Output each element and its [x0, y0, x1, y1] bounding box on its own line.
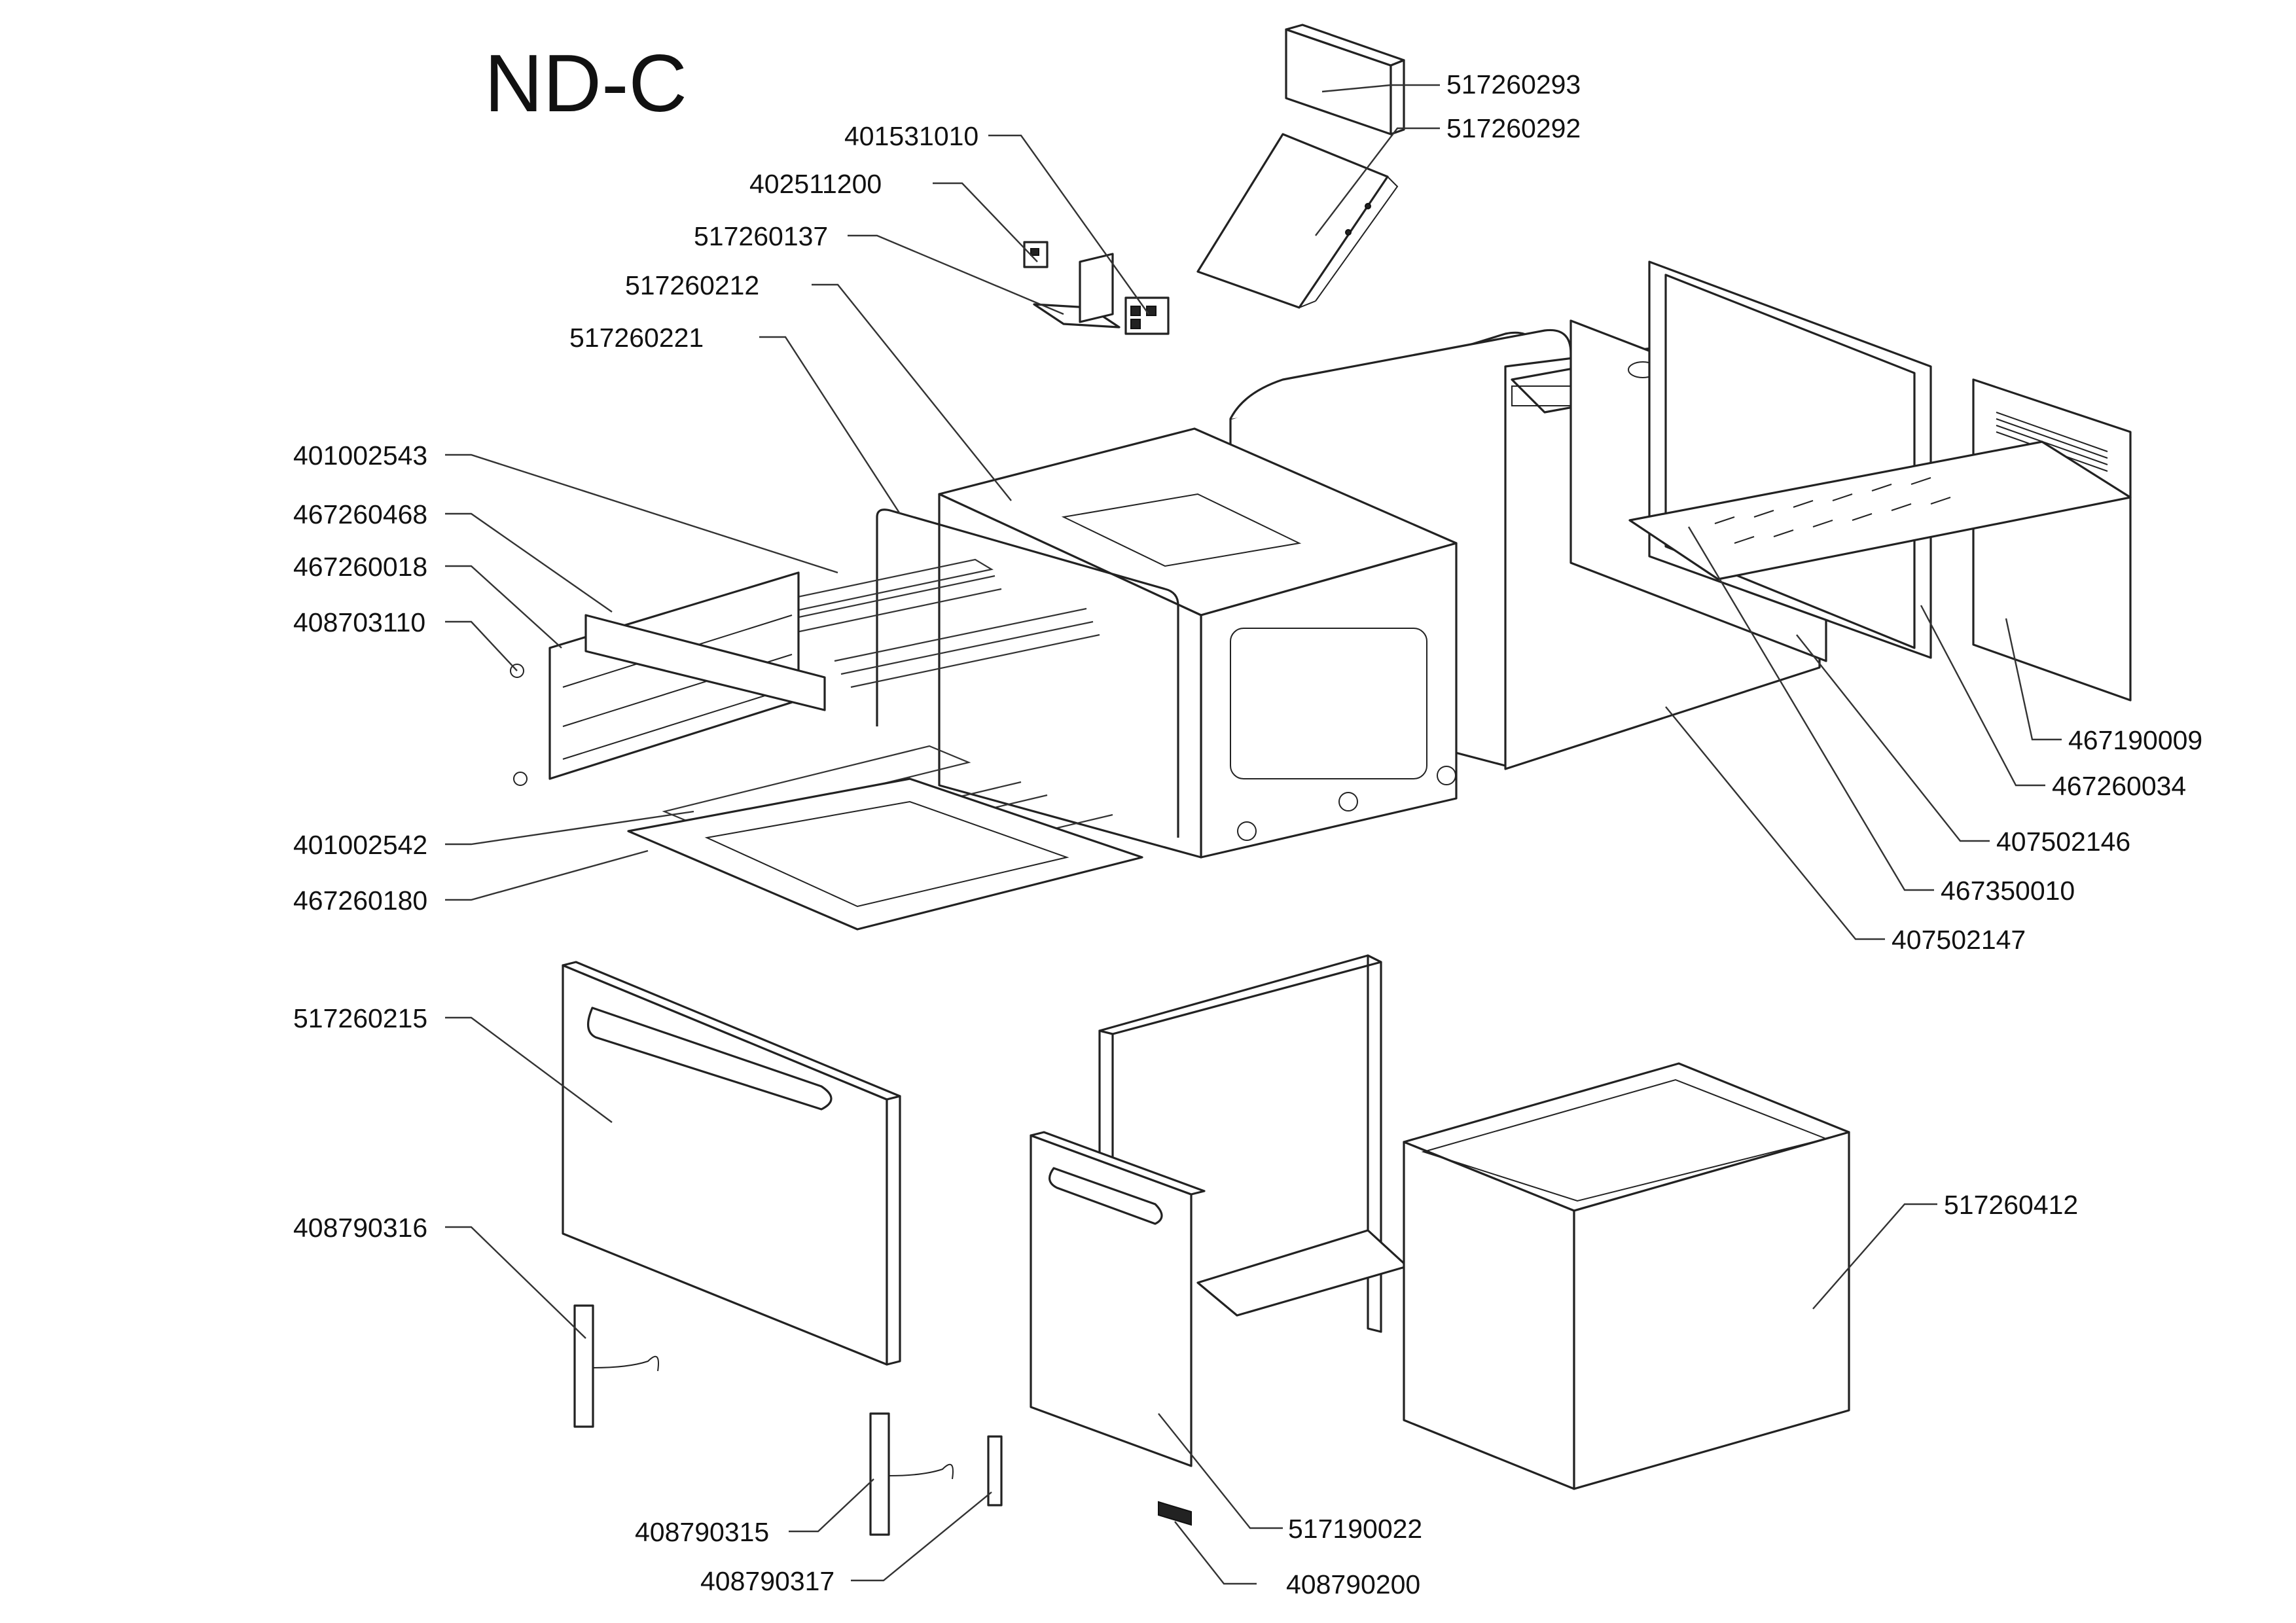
bottom-tray-drawing	[627, 777, 1143, 931]
top-cover-drawing	[1285, 24, 1405, 135]
part-number-517260292: 517260292	[1446, 113, 1581, 143]
perforated-plate-drawing	[1628, 440, 2132, 580]
rack-screws-drawing	[510, 664, 528, 786]
part-number-402511200: 402511200	[749, 169, 882, 199]
leader-lines	[445, 84, 2062, 1585]
part-number-517190022: 517190022	[1288, 1514, 1422, 1544]
right-hinge-drawing	[869, 1412, 954, 1536]
part-number-401531010: 401531010	[844, 121, 978, 151]
stand-cabinet-drawing	[1403, 1062, 1850, 1490]
door-gasket-drawing	[876, 508, 1179, 838]
part-number-467260018: 467260018	[293, 552, 427, 582]
left-hinge-drawing	[573, 1304, 659, 1428]
part-number-408790315: 408790315	[635, 1517, 769, 1547]
part-number-517260212: 517260212	[625, 270, 759, 300]
part-number-467190009: 467190009	[2068, 725, 2202, 755]
model-title: ND-C	[484, 39, 687, 129]
part-number-408790200: 408790200	[1286, 1569, 1420, 1599]
magnet-catch-drawing	[1158, 1501, 1192, 1526]
top-bracket-drawing	[1196, 133, 1399, 309]
part-number-517260412: 517260412	[1944, 1190, 2078, 1220]
part-number-467260468: 467260468	[293, 499, 427, 529]
part-number-517260137: 517260137	[694, 221, 828, 251]
part-labels: 517260293 517260292 401531010 402511200 …	[293, 69, 2202, 1599]
oven-chamber-drawing	[938, 427, 1458, 859]
part-number-407502147: 407502147	[1892, 925, 2026, 955]
part-number-517260221: 517260221	[569, 323, 704, 353]
part-number-401002542: 401002542	[293, 830, 427, 860]
contactor-drawing	[1124, 296, 1170, 335]
part-number-408703110: 408703110	[293, 607, 425, 637]
stand-door-drawing	[1030, 1131, 1206, 1467]
part-number-407502146: 407502146	[1996, 827, 2130, 857]
part-number-467260180: 467260180	[293, 885, 427, 916]
oven-door-drawing	[562, 961, 901, 1366]
back-panel-drawing	[1972, 378, 2132, 702]
part-number-408790317: 408790317	[700, 1566, 834, 1596]
part-number-467260034: 467260034	[2052, 771, 2186, 801]
part-number-517260293: 517260293	[1446, 69, 1581, 99]
thermostat-drawing	[1023, 241, 1049, 268]
part-number-467350010: 467350010	[1941, 876, 2075, 906]
part-number-401002543: 401002543	[293, 440, 427, 471]
part-number-408790316: 408790316	[293, 1213, 427, 1243]
part-number-517260215: 517260215	[293, 1003, 427, 1033]
rack-crossbar-drawing	[584, 614, 826, 711]
door-catch-drawing	[987, 1435, 1003, 1507]
